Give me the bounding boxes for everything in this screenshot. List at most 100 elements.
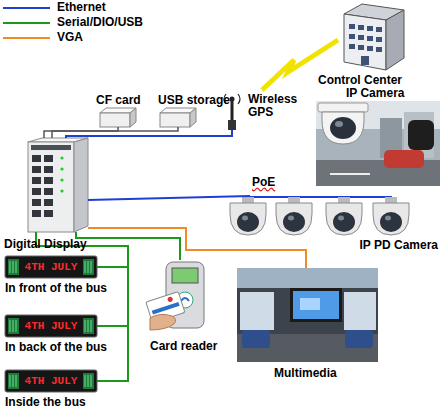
bus-interior-photo bbox=[237, 268, 378, 288]
control-center-building bbox=[367, 26, 373, 31]
led-display: 4TH JULYInside the bus bbox=[4, 368, 122, 410]
control-center-building bbox=[349, 44, 355, 49]
card-reader bbox=[146, 262, 204, 330]
group-heading: Digital Display bbox=[4, 238, 87, 251]
cf-card: CF card bbox=[100, 94, 136, 127]
control-center-building bbox=[349, 24, 355, 29]
serial-wire bbox=[36, 232, 128, 381]
dome-camera bbox=[338, 216, 344, 221]
control-center-building bbox=[358, 45, 364, 50]
node-label: IP Camera bbox=[346, 87, 404, 100]
controller-switch bbox=[44, 199, 53, 206]
controller-switch bbox=[44, 155, 53, 162]
led-display bbox=[97, 325, 122, 327]
ip-camera-photo bbox=[330, 173, 370, 175]
control-center-building bbox=[349, 34, 355, 39]
dome-camera bbox=[230, 197, 266, 235]
led-display bbox=[10, 375, 91, 387]
dome-camera bbox=[326, 203, 362, 235]
dome-camera bbox=[326, 197, 362, 235]
card-reader bbox=[172, 268, 198, 283]
controller-switch bbox=[31, 145, 71, 150]
legend-entry: Ethernet bbox=[0, 1, 160, 15]
led-display: 4TH JULY In back of the bus bbox=[4, 313, 122, 357]
node-label: Control Center bbox=[318, 74, 402, 87]
display-caption: In back of the bus bbox=[5, 341, 107, 354]
controller-switch bbox=[32, 166, 41, 173]
led-display bbox=[5, 370, 122, 392]
ethernet-wire bbox=[88, 196, 250, 200]
controller-switch bbox=[26, 138, 88, 232]
ip-camera-photo bbox=[335, 121, 343, 127]
vga-wire bbox=[88, 228, 306, 268]
bus-interior-photo bbox=[300, 298, 320, 310]
node-label: Multimedia bbox=[274, 367, 337, 380]
controller-switch bbox=[44, 177, 53, 184]
control-center-building bbox=[367, 36, 373, 41]
legend-line bbox=[3, 22, 50, 24]
led-display bbox=[10, 320, 91, 332]
ip-pd-cameras: IP PD Camera bbox=[226, 196, 440, 254]
ip-camera-photo bbox=[408, 120, 434, 150]
bus-interior-photo bbox=[293, 291, 339, 319]
card-reader bbox=[150, 314, 176, 330]
bus-interior-photo bbox=[344, 292, 376, 330]
node-label: Card reader bbox=[150, 340, 217, 353]
display-text: 4TH JULY bbox=[22, 319, 80, 333]
legend-swatch bbox=[0, 1, 52, 15]
dome-camera bbox=[373, 203, 409, 235]
ip-camera-photo: IP Camera bbox=[314, 88, 440, 186]
card-reader bbox=[167, 296, 173, 302]
usb-storage-box bbox=[160, 113, 190, 127]
usb-storage-box bbox=[190, 108, 196, 127]
led-display bbox=[97, 380, 122, 382]
controller-switch bbox=[28, 138, 88, 232]
controller-switch bbox=[60, 178, 63, 181]
ip-camera-photo bbox=[322, 112, 364, 144]
ip-camera-photo bbox=[318, 103, 368, 112]
led-display: 4TH JULYIn front of the bus bbox=[4, 254, 122, 298]
controller-switch bbox=[44, 188, 53, 195]
dome-camera bbox=[276, 203, 312, 235]
card-reader bbox=[181, 298, 189, 301]
node-label: CF card bbox=[96, 94, 141, 107]
gps-antenna bbox=[230, 97, 235, 102]
control-center-building bbox=[376, 27, 382, 32]
ip-camera-photo bbox=[316, 101, 440, 186]
controller-switch bbox=[44, 210, 53, 217]
legend-text: Ethernet bbox=[57, 1, 106, 14]
dome-camera bbox=[288, 197, 300, 203]
usb-storage: USB storage bbox=[160, 94, 196, 127]
gps-antenna: Wireless GPS bbox=[226, 90, 304, 130]
node-label: Wireless GPS bbox=[248, 93, 304, 119]
legend-text: VGA bbox=[57, 31, 83, 44]
controller-switch bbox=[60, 156, 63, 159]
led-display bbox=[97, 266, 122, 268]
gps-antenna bbox=[228, 120, 236, 130]
control-center-building bbox=[344, 14, 386, 70]
bus-interior-photo bbox=[290, 288, 342, 322]
controller-switch bbox=[44, 166, 53, 173]
ip-camera-photo bbox=[316, 101, 440, 186]
display-caption: Inside the bus bbox=[5, 396, 86, 409]
dome-camera bbox=[237, 212, 259, 232]
cf-card-box bbox=[130, 108, 136, 127]
dome-camera bbox=[242, 216, 248, 221]
dome-camera bbox=[333, 212, 355, 232]
dome-camera bbox=[385, 197, 397, 203]
dome-camera bbox=[276, 197, 312, 235]
control-center-building bbox=[367, 46, 373, 51]
legend-swatch bbox=[0, 31, 52, 45]
control-center-building bbox=[376, 47, 382, 52]
led-display bbox=[10, 261, 91, 273]
controller-switch bbox=[32, 155, 41, 162]
control-center-building bbox=[344, 4, 404, 70]
controller-switch bbox=[74, 138, 88, 232]
control-center-building bbox=[361, 56, 369, 65]
control-center: Control Center bbox=[338, 2, 406, 88]
ip-camera-photo bbox=[330, 117, 356, 139]
node-label: USB storage bbox=[158, 94, 230, 107]
multimedia-screen: Multimedia bbox=[236, 268, 380, 382]
control-center-building bbox=[349, 24, 382, 65]
